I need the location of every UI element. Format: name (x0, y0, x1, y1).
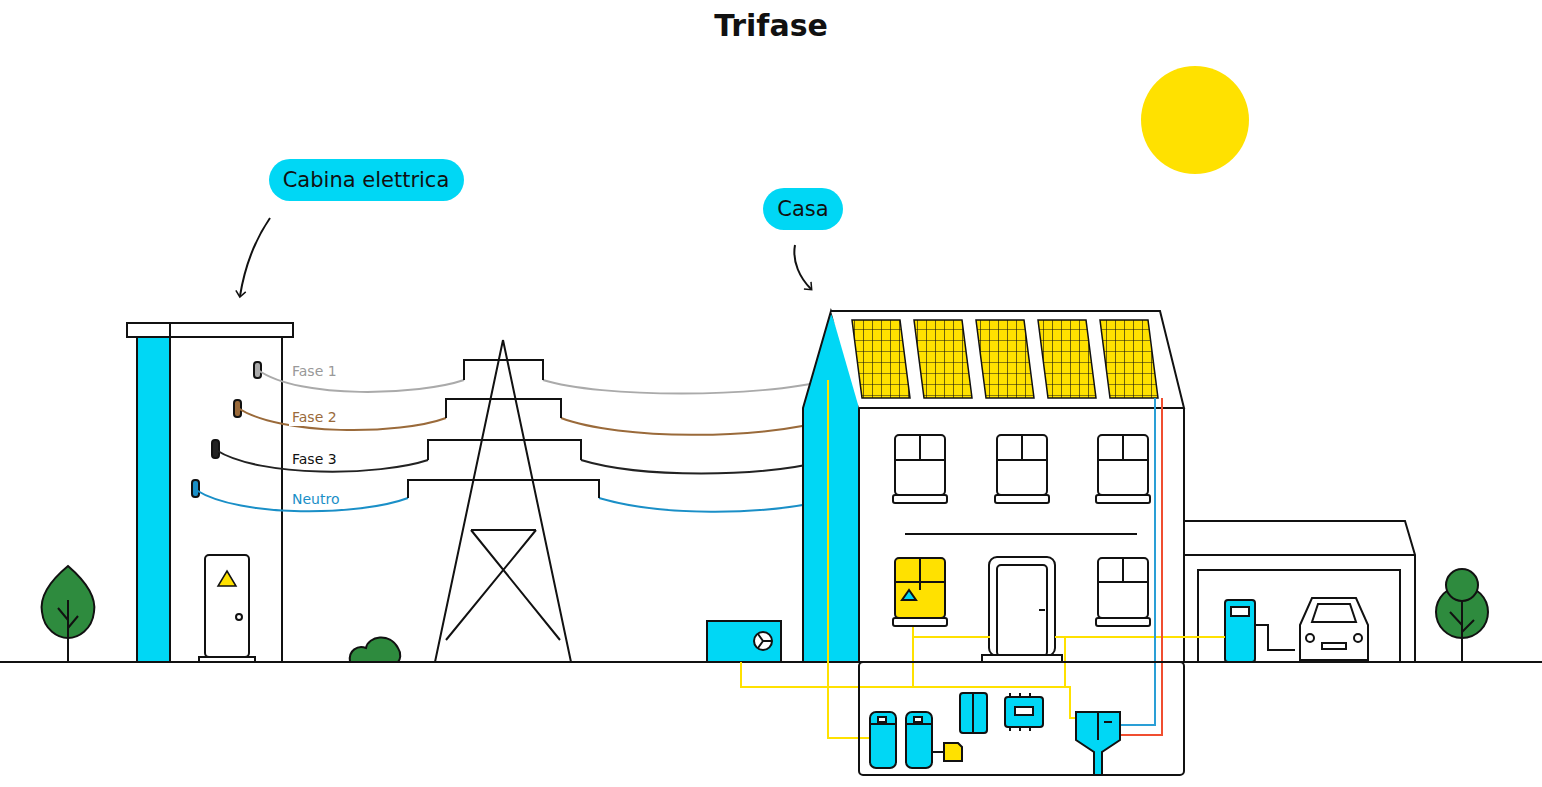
house (803, 311, 1184, 662)
cable (741, 380, 1225, 738)
leader-arrow (794, 245, 811, 289)
phase-label: Fase 1 (289, 362, 340, 380)
sun (1141, 66, 1249, 174)
heat-pump (707, 621, 781, 662)
solar-panel (852, 320, 1158, 398)
substation (127, 323, 293, 662)
garage (1184, 521, 1415, 662)
phase-label: Fase 2 (289, 408, 340, 426)
phase-label: Fase 3 (289, 450, 340, 468)
callout-text: Casa (777, 197, 828, 221)
phase-label: Neutro (289, 490, 342, 508)
tree (42, 566, 95, 662)
leader-arrow (240, 218, 270, 296)
diagram-title: Trifase (714, 8, 828, 43)
callout-pill: Casa (763, 188, 843, 230)
callout-text: Cabina elettrica (283, 168, 450, 192)
callout-pill: Cabina elettrica (269, 159, 464, 201)
bush (350, 637, 401, 662)
tree (1436, 569, 1488, 662)
basement (859, 662, 1184, 775)
pylon (408, 340, 599, 662)
